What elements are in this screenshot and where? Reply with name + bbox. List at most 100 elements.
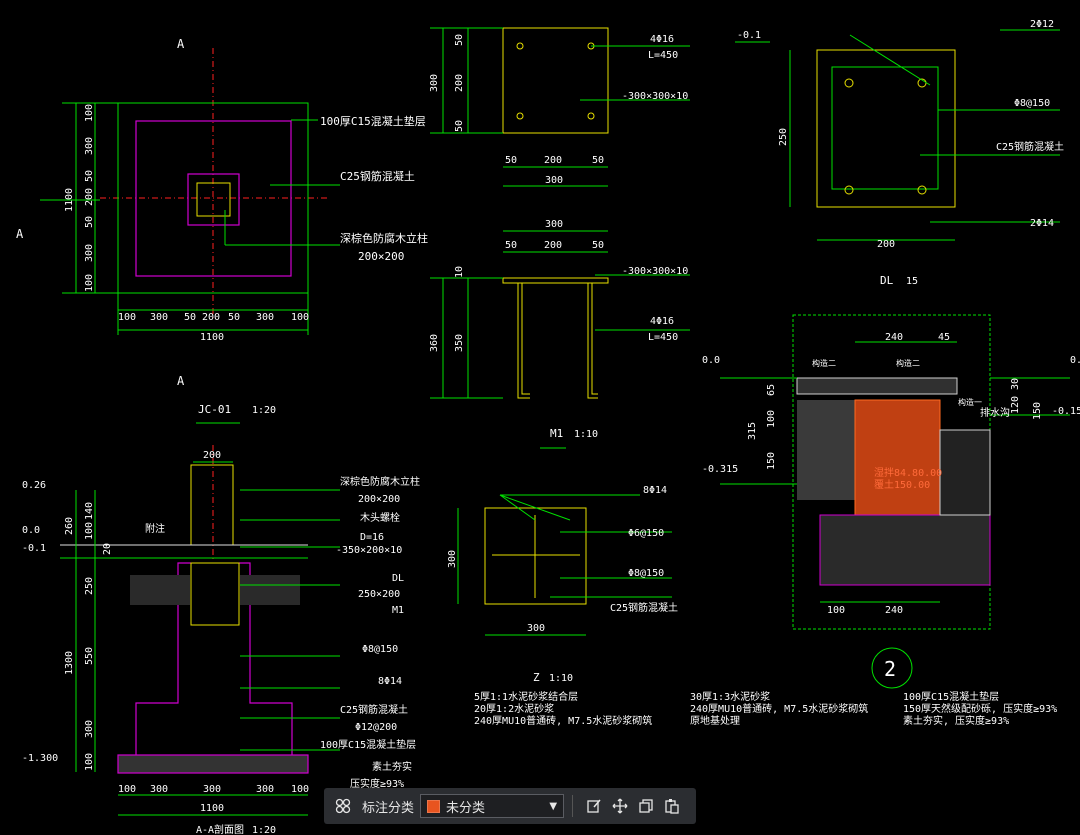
paste-icon[interactable] <box>659 793 685 819</box>
elev-4: -1.300 <box>22 753 58 764</box>
note-concrete: C25钢筋混凝土 <box>996 140 1064 153</box>
dim-text: 200 <box>84 188 95 206</box>
note-stirrup1: Φ6@150 <box>628 528 664 539</box>
view-scale: 1:10 <box>549 673 573 684</box>
note-bars: 8Φ14 <box>643 485 667 496</box>
dim-text: 260 <box>64 517 75 535</box>
note: D=16 <box>360 532 384 543</box>
detail-number: 2 <box>884 657 896 681</box>
note: 素土夯实 <box>372 760 412 773</box>
section-mark-bottom: A <box>177 374 185 388</box>
note-column-size: 200×200 <box>358 250 404 263</box>
category-select[interactable]: 未分类 ▼ <box>420 794 565 818</box>
dim-text: 300 <box>256 312 274 323</box>
category-label: 标注分类 <box>362 800 415 816</box>
note: C25钢筋混凝土 <box>340 703 408 716</box>
elev-right-1: 0.0 <box>1070 355 1080 366</box>
dim-text: 50 <box>84 216 95 228</box>
dim-text: 100 <box>84 522 95 540</box>
edit-icon[interactable] <box>581 793 607 819</box>
dim-text: 300 <box>150 784 168 795</box>
note-bolt: 4Φ16 <box>650 34 674 45</box>
dim-total: 360 <box>429 334 440 352</box>
legend-item: 30厚1:3水泥砂浆 <box>690 690 770 703</box>
note: 200×200 <box>358 494 400 505</box>
view-title: A-A剖面图 <box>196 823 244 835</box>
dim-left: 300 <box>447 550 458 568</box>
copy-icon[interactable] <box>633 793 659 819</box>
plan-view: A A A 100厚C15混凝土垫层 C25钢筋混凝土 深棕色防腐木立柱 200… <box>16 37 428 424</box>
dim-text: 100 <box>291 312 309 323</box>
dim-text: 50 <box>454 120 465 132</box>
grid-icon[interactable] <box>330 793 356 819</box>
dim-text: 240 <box>885 332 903 343</box>
dim-text: 20 <box>102 543 113 555</box>
dim-text: 100 <box>84 104 95 122</box>
legend-item: 100厚C15混凝土垫层 <box>903 690 999 703</box>
note: 深棕色防腐木立柱 <box>340 475 420 488</box>
dim-total: 315 <box>747 422 758 440</box>
dim-bottom: 300 <box>527 623 545 634</box>
dim-text: 200 <box>454 74 465 92</box>
elev-1: 0.26 <box>22 480 46 491</box>
dim-text: 50 <box>184 312 196 323</box>
elev-left-1: 0.0 <box>702 355 720 366</box>
note-bolt-len: L=450 <box>648 332 678 343</box>
view-scale: 1:10 <box>574 429 598 440</box>
dim-text: 300 <box>84 720 95 738</box>
note: DL <box>392 573 404 584</box>
legend-item: 20厚1:2水泥砂浆 <box>474 702 554 715</box>
dim-text: 550 <box>84 647 95 665</box>
dims-left: 100 300 50 200 50 300 100 1100 <box>64 104 95 292</box>
elev-2: 0.0 <box>22 525 40 536</box>
section-mark-left: A <box>16 227 24 241</box>
elev-left-2: -0.315 <box>702 464 738 475</box>
category-color-swatch <box>427 799 441 813</box>
view-title: Z <box>533 671 540 684</box>
detail-2: 240 45 0.0 -0.315 0.0 -0.15 65 100 150 3… <box>702 314 1080 689</box>
dim-text: 45 <box>938 332 950 343</box>
note-bolt-len: L=450 <box>648 50 678 61</box>
label-a: 构造二 <box>812 358 836 368</box>
section-aa: 0.26 0.0 -0.1 -1.300 200 260 140 100 20 … <box>22 445 420 835</box>
dim-text: 300 <box>256 784 274 795</box>
dim-top: 200 <box>203 450 221 461</box>
note: 木头螺栓 <box>360 511 400 524</box>
move-icon[interactable] <box>607 793 633 819</box>
dims-bottom: 100 300 50 200 50 300 100 1100 <box>118 312 309 343</box>
note-stirrup2: Φ8@150 <box>628 568 664 579</box>
dim-text: 100 <box>84 274 95 292</box>
dim-total: 1100 <box>200 803 224 814</box>
fill-note-1: 湿拌84.80.00 <box>874 466 942 479</box>
legend-item: 240厚MU10普通砖, M7.5水泥砂浆砌筑 <box>474 714 652 727</box>
note-cushion: 100厚C15混凝土垫层 <box>320 114 426 128</box>
m1-elevation: 300 50 200 50 -300×300×10 4Φ16 L=450 10 … <box>429 219 690 449</box>
dim-total: 300 <box>545 175 563 186</box>
dim-text: 50 <box>592 155 604 166</box>
dl-section: -0.1 2Φ12 Φ8@150 C25钢筋混凝土 2Φ14 250 200 D… <box>735 19 1064 287</box>
m1-plan: 4Φ16 L=450 -300×300×10 50 200 50 300 50 … <box>429 27 690 187</box>
legend-notes: 5厚1:1水泥砂浆结合层 20厚1:2水泥砂浆 240厚MU10普通砖, M7.… <box>474 690 1057 727</box>
label-c: 构造一 <box>958 397 982 407</box>
legend-item: 原地基处理 <box>690 714 740 727</box>
dim-text: 100 <box>827 605 845 616</box>
note-stirrup: Φ8@150 <box>1014 98 1050 109</box>
note: 8Φ14 <box>378 676 402 687</box>
dim-total: 300 <box>429 74 440 92</box>
dim-left: 250 <box>778 128 789 146</box>
dim-text: 140 <box>84 502 95 520</box>
dim-text: 50 <box>505 155 517 166</box>
dim-text: 50 <box>505 240 517 251</box>
dim-text: 300 <box>84 137 95 155</box>
dim-total: 1100 <box>64 188 75 212</box>
fill-note-2: 覆土150.00 <box>874 478 930 491</box>
chevron-down-icon: ▼ <box>549 800 558 812</box>
note-bottom-bars: 2Φ14 <box>1030 218 1054 229</box>
label-b: 构造二 <box>896 358 920 368</box>
dim-text: 50 <box>592 240 604 251</box>
note: 压实度≥93% <box>350 777 404 790</box>
elev-right-2: -0.15 <box>1052 406 1080 417</box>
view-scale: 1:20 <box>252 825 276 835</box>
category-value: 未分类 <box>446 800 486 816</box>
